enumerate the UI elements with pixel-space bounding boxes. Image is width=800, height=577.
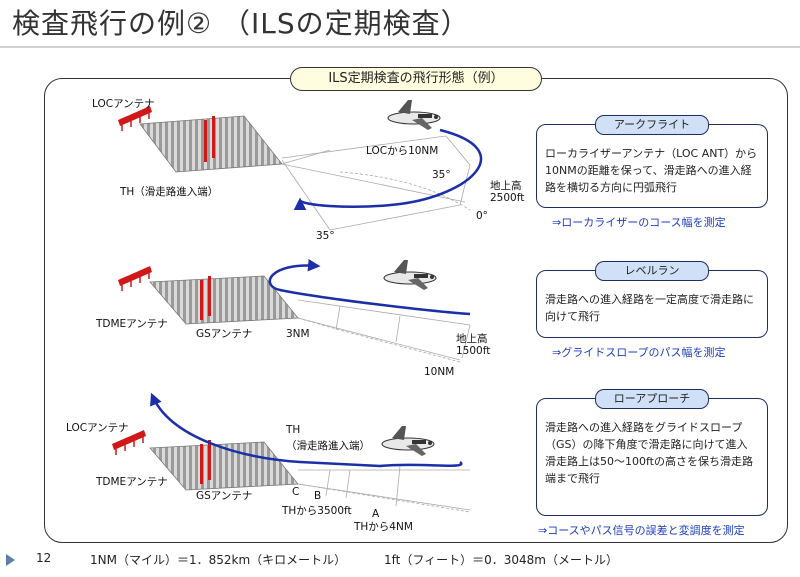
aircraft-icon (381, 426, 435, 456)
slide-marker-icon (6, 554, 15, 566)
altitude-value-1: 2500ft (490, 192, 525, 204)
low-approach-panel: ローアプローチ 滑走路への進入経路をグライドスロープ（GS）の降下角度で滑走路に… (536, 389, 768, 516)
angle-left-label: 35° (316, 230, 335, 242)
tdme-antenna-label: TDMEアンテナ (96, 476, 168, 488)
distance-3nm-label: 3NM (286, 328, 310, 340)
title-divider (0, 46, 800, 48)
th-3500ft-label: THから3500ft (282, 505, 352, 517)
angle-right-label: 35° (432, 169, 451, 181)
arc-flight-text: ローカライザーアンテナ（LOC ANT）から10NMの距離を保って、滑走路への進… (545, 147, 758, 194)
th-4nm-label: THから4NM (354, 521, 413, 533)
gs-antenna-label: GSアンテナ (196, 490, 253, 502)
threshold-sub-label: （滑走路進入端） (286, 440, 370, 452)
low-approach-note: ⇒コースやパス信号の誤差と変調度を測定 (538, 524, 745, 537)
arc-flight-path (293, 128, 482, 211)
runway-1 (139, 115, 283, 173)
runway-2 (149, 275, 299, 325)
arc-flight-panel: アークフライト ローカライザーアンテナ（LOC ANT）から10NMの距離を保っ… (536, 115, 768, 208)
gs-antenna-2 (200, 276, 211, 320)
point-a-label: A (372, 508, 380, 520)
low-approach-path (150, 392, 463, 468)
gs-antenna-1 (204, 116, 215, 162)
approach-guide-lines (297, 465, 471, 513)
arc-flight-scene (118, 100, 482, 231)
threshold-label: TH（滑走路進入端） (120, 186, 219, 198)
tdme-antenna-label: TDMEアンテナ (96, 318, 168, 330)
arc-guide-lines (281, 135, 471, 231)
page-title: 検査飛行の例② （ILSの定期検査） (12, 7, 470, 40)
low-approach-header: ローアプローチ (595, 389, 709, 409)
page-number: 12 (36, 551, 52, 565)
nm-conversion: 1NM（マイル）＝1．852km（キロメートル） (90, 553, 347, 567)
loc-antenna-label: LOCアンテナ (66, 422, 129, 434)
loc-antenna-1 (118, 106, 152, 131)
gs-antenna-3 (200, 440, 211, 484)
arc-flight-header: アークフライト (595, 115, 709, 135)
gs-antenna-label: GSアンテナ (196, 328, 253, 340)
arc-flight-note: ⇒ローカライザーのコース幅を測定 (552, 216, 726, 229)
aircraft-icon (387, 100, 441, 130)
low-approach-text-1: 滑走路への進入経路をグライドスロープ（GS）の降下角度で滑走路に向けて進入 (545, 421, 748, 451)
distance-10nm-label: 10NM (424, 366, 455, 378)
level-run-panel: レベルラン 滑走路への進入経路を一定高度で滑走路に向けて飛行 (536, 261, 768, 338)
level-run-scene (118, 258, 471, 363)
tdme-antenna-2 (118, 266, 152, 291)
level-run-text: 滑走路への進入経路を一定高度で滑走路に向けて飛行 (545, 293, 754, 323)
altitude-label-1: 地上高 (490, 180, 522, 192)
ft-conversion: 1ft（フィート）＝0．3048m（メートル） (384, 553, 618, 567)
threshold-label: TH (286, 424, 301, 436)
level-run-note: ⇒グライドスロープのパス幅を測定 (552, 346, 726, 359)
altitude-label-2: 地上高 (456, 333, 488, 345)
distance-label: LOCから10NM (366, 145, 439, 157)
zero-angle-label: 0° (476, 210, 488, 222)
point-c-label: C (292, 486, 300, 498)
loc-antenna-3 (112, 430, 146, 455)
diagram-title: ILS定期検査の飛行形態（例） (290, 67, 542, 91)
level-run-path (268, 258, 471, 316)
loc-antenna-label: LOCアンテナ (92, 98, 155, 110)
point-b-label: B (314, 490, 322, 502)
altitude-value-2: 1500ft (456, 345, 491, 357)
low-approach-scene (112, 392, 471, 513)
low-approach-text-2: 滑走路上は50～100ftの高さを保ち滑走路端まで飛行 (545, 455, 753, 485)
aircraft-icon (383, 260, 437, 290)
level-guide-lines (297, 299, 471, 363)
level-run-header: レベルラン (595, 261, 709, 281)
